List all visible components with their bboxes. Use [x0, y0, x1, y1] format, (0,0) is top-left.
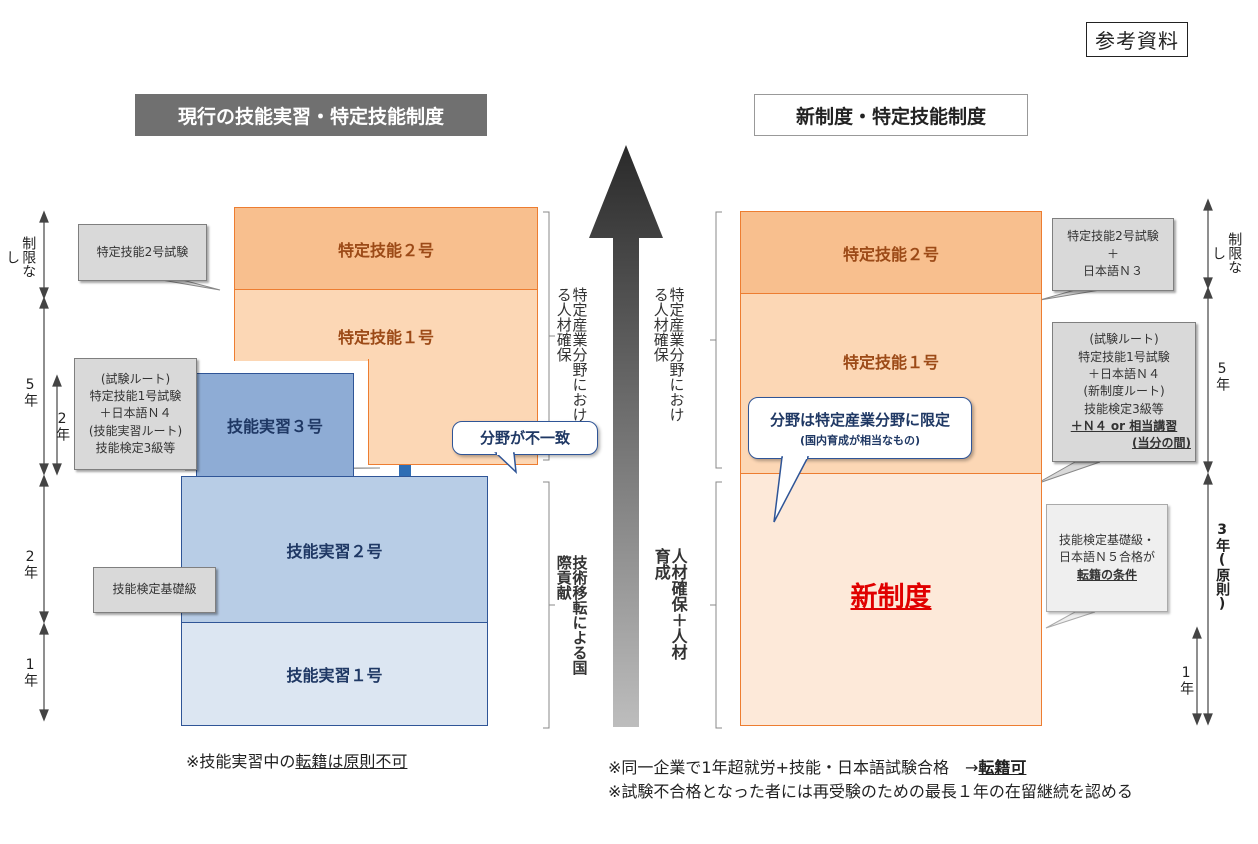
right-footnote1-emph: 転籍可: [978, 758, 1027, 777]
left-bracket-upper: [543, 211, 555, 461]
route-note: (試験ルート) 特定技能1号試験 ＋日本語Ｎ４ (技能実習ルート) 技能検定3級…: [74, 358, 197, 470]
pointer-transfer: [1045, 611, 1096, 629]
transfer-line2: 日本語Ｎ５合格が: [1058, 550, 1155, 565]
right-ssw1-line7: (当分の間): [1132, 436, 1191, 451]
ssw2-exam-note: 特定技能2号試験: [78, 224, 207, 281]
transfer-line1: 技能検定基礎級・: [1058, 532, 1155, 547]
right-ssw2-note: 特定技能2号試験 ＋ 日本語Ｎ３: [1052, 218, 1174, 291]
right-ssw2-line1: 特定技能2号試験: [1067, 229, 1159, 244]
left-footnote-prefix: ※技能実習中の: [186, 752, 296, 771]
tit1-box: 技能実習１号: [181, 622, 488, 726]
right-year-five: 5年: [1214, 361, 1231, 391]
current-system-header: 現行の技能実習・特定技能制度: [135, 94, 487, 136]
right-footnote-1: ※同一企業で1年超就労+技能・日本語試験合格 →転籍可: [608, 754, 1026, 778]
right-footnote1-prefix: ※同一企業で1年超就労+技能・日本語試験合格 →: [608, 758, 979, 777]
right-ssw2-box: 特定技能２号: [740, 211, 1042, 295]
center-bracket-upper-text: 特定産業分野における人材確保: [651, 287, 686, 422]
route-tit-label: (技能実習ルート): [88, 423, 183, 438]
right-year-axis: [1192, 198, 1213, 726]
route-tit-detail: 技能検定3級等: [95, 441, 176, 456]
new-system-box: [740, 473, 1042, 726]
transfer-condition-note: 技能検定基礎級・ 日本語Ｎ５合格が 転籍の条件: [1046, 504, 1168, 612]
right-footnote-2: ※試験不合格となった者には再受験のための最長１年の在留継続を認める: [608, 782, 1133, 801]
basic-test-text: 技能検定基礎級: [112, 582, 197, 597]
pointer-ssw2-right: [1039, 289, 1101, 301]
right-ssw1-line2: 特定技能1号試験: [1078, 349, 1170, 364]
left-ssw1-label: 特定技能１号: [337, 328, 434, 347]
central-arrow: [589, 145, 663, 727]
basic-test-note: 技能検定基礎級: [93, 567, 216, 613]
right-ssw1-label: 特定技能１号: [842, 353, 939, 372]
left-footnote: ※技能実習中の転籍は原則不可: [186, 748, 407, 772]
right-ssw2-line3: 日本語Ｎ３: [1082, 264, 1143, 279]
right-ssw1-note: (試験ルート) 特定技能1号試験 ＋日本語Ｎ４ (新制度ルート) 技能検定3級等…: [1052, 322, 1196, 462]
left-year-two: 2年: [22, 549, 39, 579]
right-year-none: 制限なし: [1210, 232, 1243, 274]
field-callout-main: 分野は特定産業分野に限定: [769, 410, 950, 429]
left-year-one: 1年: [22, 657, 39, 687]
left-year-axis: [39, 210, 62, 722]
right-ssw1-line4: (新制度ルート): [1083, 384, 1165, 399]
route-exam-label: (試験ルート): [100, 371, 171, 386]
pointer-ssw1-right: [1035, 461, 1101, 485]
right-bracket-upper: [710, 211, 722, 469]
center-bracket-lower: [710, 481, 722, 729]
reference-label: 参考資料: [1086, 22, 1188, 57]
left-year-none: 制限なし: [4, 236, 37, 278]
left-ssw2-box: 特定技能２号: [234, 207, 538, 291]
left-footnote-underlined: 転籍は原則不可: [295, 752, 408, 771]
route-exam-lang: ＋日本語Ｎ４: [99, 406, 172, 421]
mismatch-callout-tail: [494, 452, 517, 474]
tit2-box: 技能実習２号: [181, 476, 488, 624]
right-year-one: 1年: [1178, 665, 1195, 695]
right-year-three: 3年(原則): [1214, 522, 1231, 612]
ssw2-exam-text: 特定技能2号試験: [96, 244, 189, 259]
right-ssw1-line1: (試験ルート): [1089, 332, 1159, 347]
new-system-label: 新制度: [850, 582, 932, 613]
route-exam-detail: 特定技能1号試験: [89, 388, 182, 403]
left-year-two-inner: 2年: [54, 411, 71, 441]
right-ssw1-line3: ＋日本語Ｎ４: [1087, 366, 1160, 381]
mismatch-callout: 分野が不一致: [452, 421, 598, 455]
left-bracket-lower-text: 技術移転による国際貢献: [554, 555, 589, 675]
center-arrow-text: 人材確保＋人材育成: [651, 548, 688, 660]
right-ssw1-line6: ＋Ｎ４ or 相当講習: [1070, 419, 1178, 434]
new-system-header: 新制度・特定技能制度: [754, 94, 1028, 136]
right-ssw2-line2: ＋: [1106, 246, 1119, 261]
left-bracket-upper-text: 特定産業分野における人材確保: [554, 287, 589, 422]
right-ssw1-line5: 技能検定3級等: [1084, 401, 1164, 416]
left-year-five: 5年: [22, 377, 39, 407]
field-callout-sub: (国内育成が相当なもの): [799, 433, 921, 447]
field-callout: 分野は特定産業分野に限定 (国内育成が相当なもの): [748, 397, 972, 459]
left-ssw1-box-top: [234, 289, 538, 361]
left-bracket-lower: [543, 481, 555, 729]
field-callout-tail: [773, 456, 810, 523]
tit3-box: 技能実習３号: [196, 373, 354, 477]
transfer-line3: 転籍の条件: [1076, 567, 1137, 582]
